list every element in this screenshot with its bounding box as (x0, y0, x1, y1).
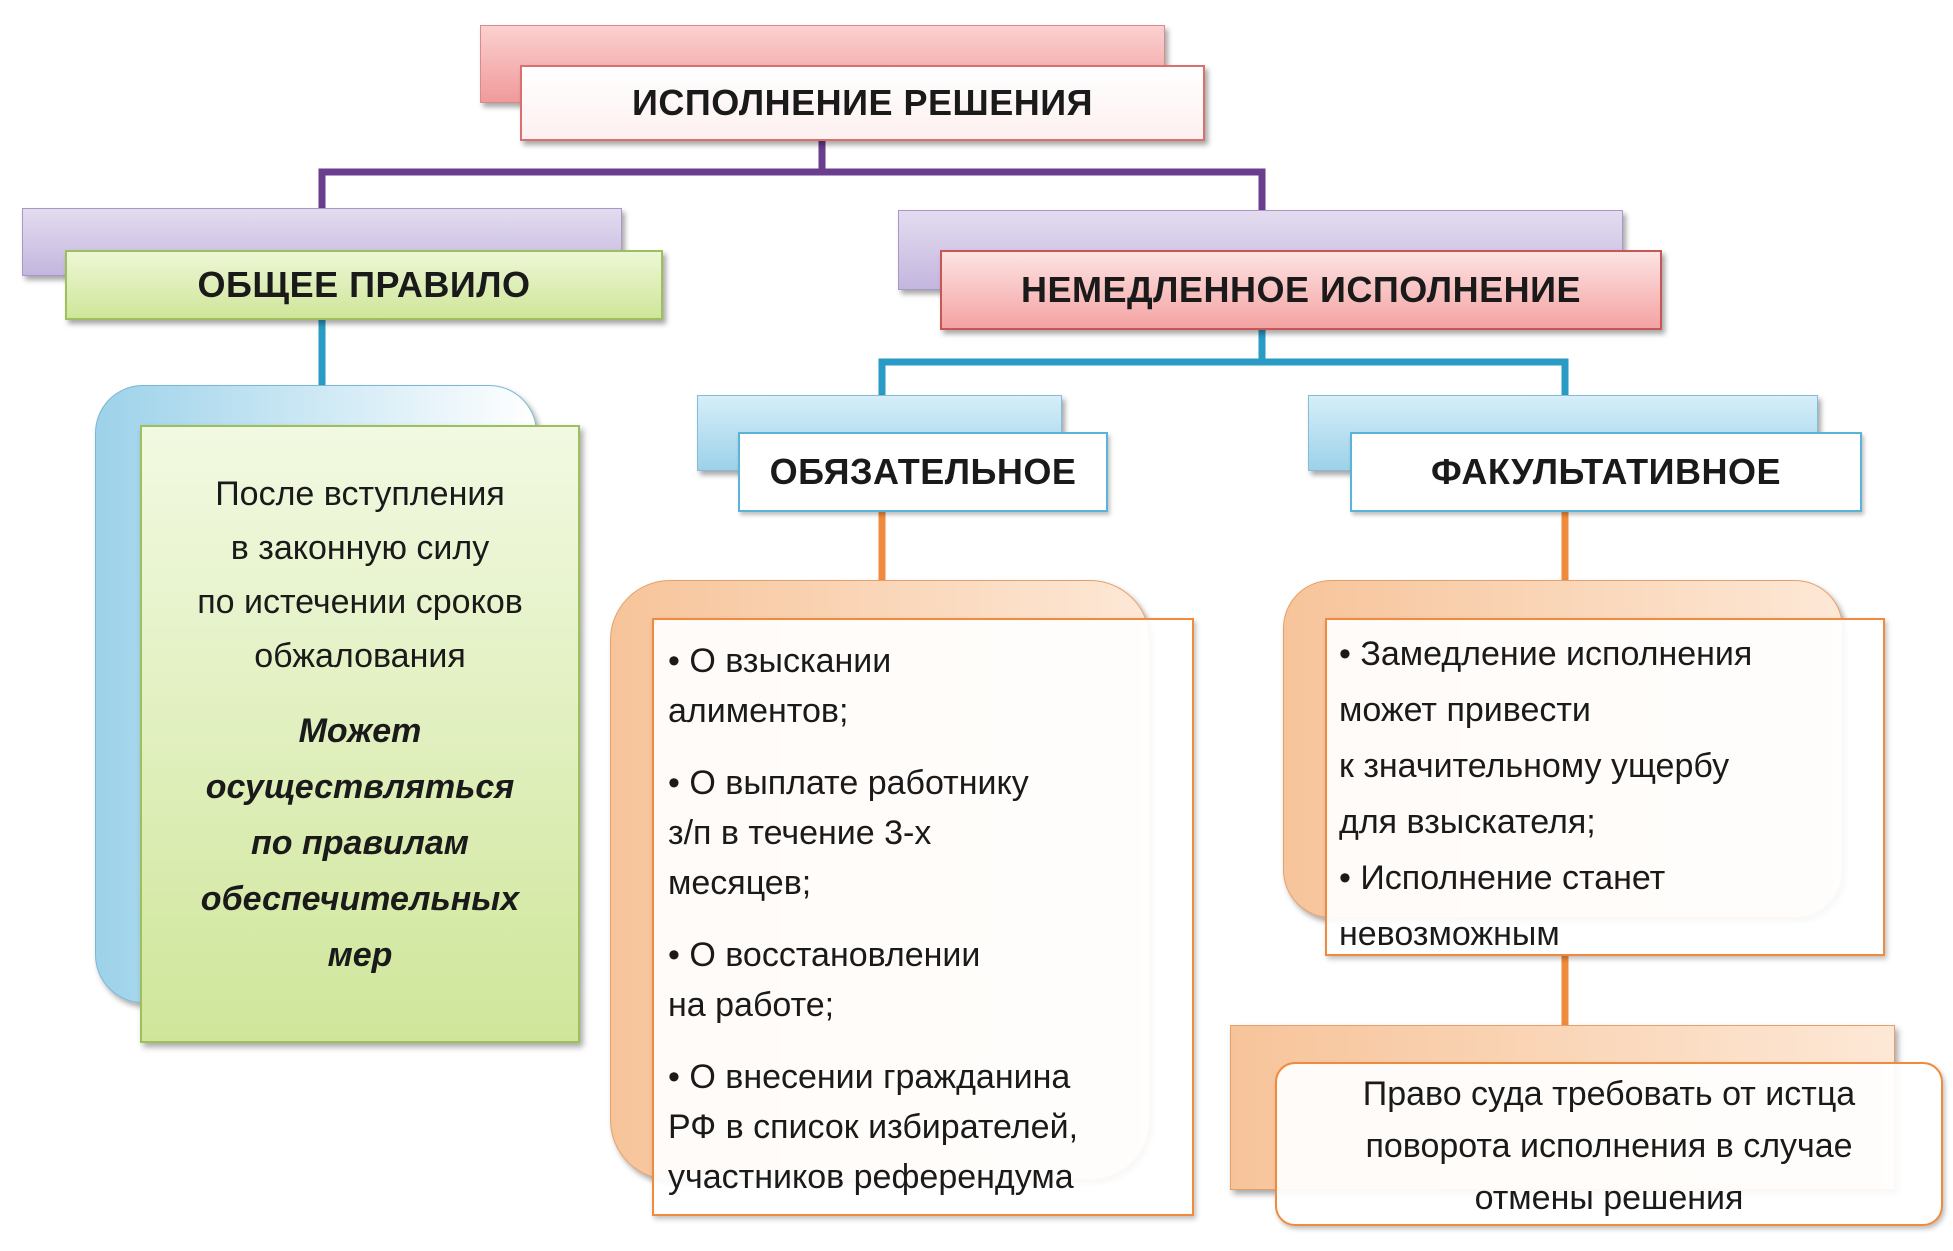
general-content-box: После вступления в законную силу по исте… (140, 425, 580, 1043)
note-line: отмены решения (1474, 1179, 1744, 1217)
general-italic-line: осуществляться (205, 768, 515, 806)
general-line: в законную силу (230, 529, 490, 567)
blue-connectors (318, 320, 1569, 397)
reversal-note-box: Право суда требовать от истца поворота и… (1275, 1062, 1943, 1226)
immediate-title-box: НЕМЕДЛЕННОЕ ИСПОЛНЕНИЕ (940, 250, 1662, 330)
root-connectors (318, 141, 1266, 212)
mandatory-title-box: ОБЯЗАТЕЛЬНОЕ (738, 432, 1108, 512)
general-italic-line: мер (327, 936, 393, 974)
orange-connectors (878, 512, 1569, 1027)
optional-title-box: ФАКУЛЬТАТИВНОЕ (1350, 432, 1862, 512)
root-title: ИСПОЛНЕНИЕ РЕШЕНИЯ (632, 82, 1093, 123)
general-italic-line: по правилам (251, 824, 469, 862)
general-line: После вступления (215, 475, 505, 513)
immediate-branch-line (878, 358, 1569, 397)
note-line: поворота исполнения в случае (1365, 1127, 1853, 1165)
general-title-box: ОБЩЕЕ ПРАВИЛО (65, 250, 663, 320)
note-line: Право суда требовать от истца (1362, 1075, 1856, 1113)
general-italic-text: Может осуществляться по правилам обеспеч… (148, 703, 572, 983)
general-italic-line: Может (298, 712, 422, 750)
root-title-box: ИСПОЛНЕНИЕ РЕШЕНИЯ (520, 65, 1205, 141)
optional-title: ФАКУЛЬТАТИВНОЕ (1430, 451, 1782, 492)
immediate-title: НЕМЕДЛЕННОЕ ИСПОЛНЕНИЕ (1021, 269, 1581, 310)
general-text: После вступления в законную силу по исте… (148, 467, 572, 683)
general-line: по истечении сроков (197, 583, 523, 621)
root-branch-line (318, 168, 1266, 212)
mandatory-title: ОБЯЗАТЕЛЬНОЕ (769, 451, 1077, 492)
general-line: обжалования (254, 637, 466, 675)
general-title: ОБЩЕЕ ПРАВИЛО (197, 264, 531, 305)
general-italic-line: обеспечительных (200, 880, 520, 918)
